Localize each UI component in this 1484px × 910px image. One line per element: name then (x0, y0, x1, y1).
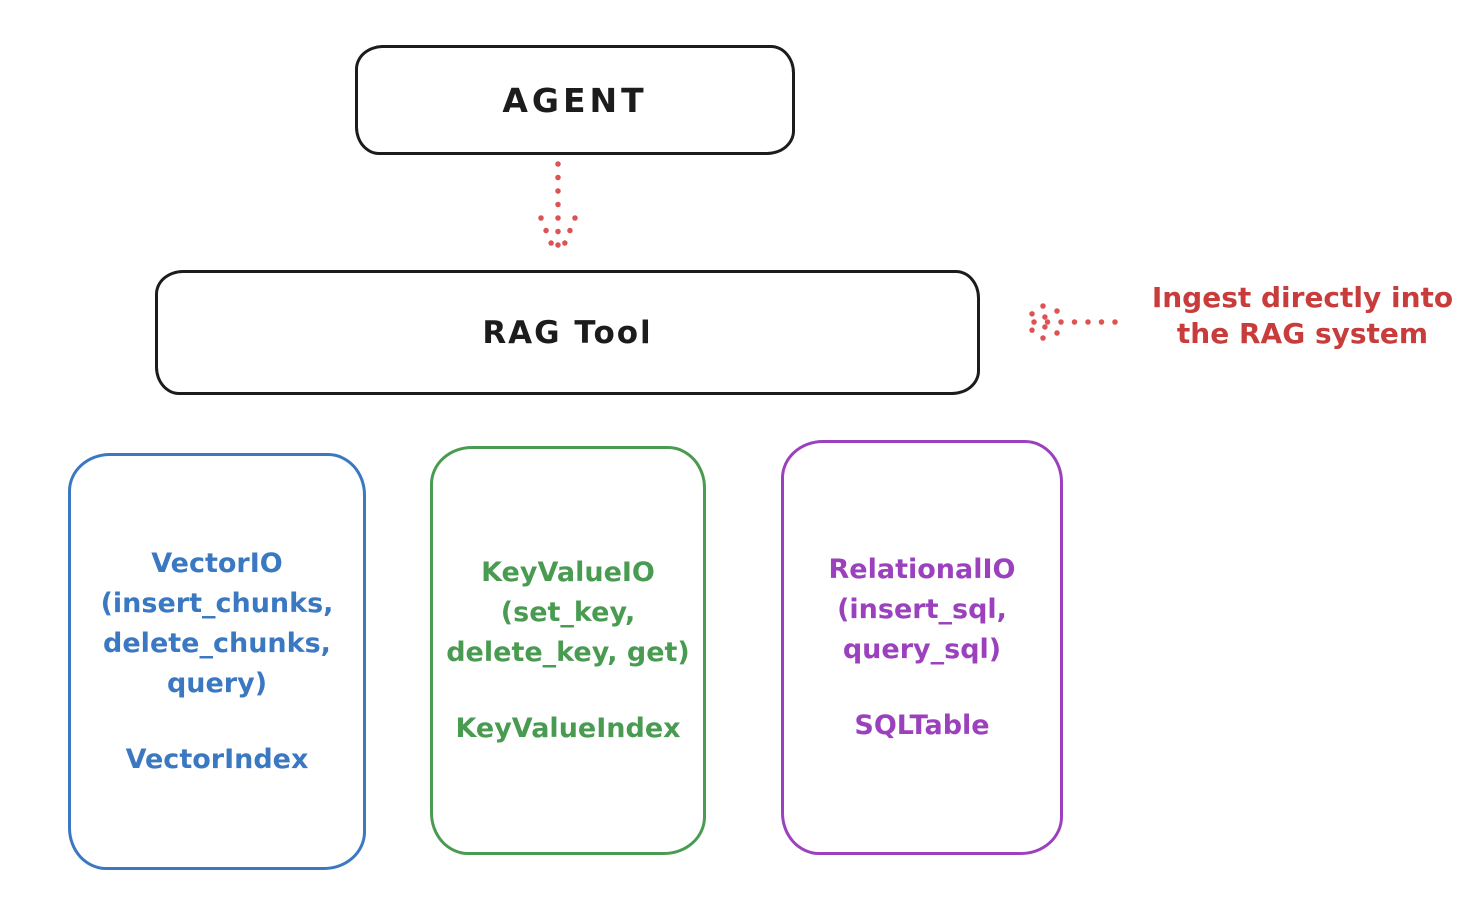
rag-tool-label: RAG Tool (482, 314, 653, 351)
backend-label-line: query) (166, 667, 268, 699)
backend-index-label: SQLTable (854, 709, 990, 741)
backend-label-line: KeyValueIO (481, 556, 655, 588)
dotted-arrow-down-icon (538, 161, 578, 261)
backend-label-line: VectorIO (151, 547, 283, 579)
backend-label-line: (set_key, (500, 596, 636, 628)
backend-node-relationalio: RelationalIO (insert_sql, query_sql) SQL… (781, 440, 1063, 855)
ingest-annotation: Ingest directly into the RAG system (1130, 280, 1475, 352)
backend-label-line: (insert_sql, (837, 593, 1007, 625)
backend-label-line: RelationalIO (828, 553, 1016, 585)
backend-label-line: delete_key, get) (446, 636, 690, 668)
backend-label-line: query_sql) (842, 633, 1002, 665)
backend-index-label: KeyValueIndex (455, 712, 681, 744)
agent-label: AGENT (502, 80, 648, 120)
ingest-annotation-line2: the RAG system (1176, 317, 1429, 350)
agent-node: AGENT (355, 45, 795, 155)
backend-index-label: VectorIndex (125, 743, 309, 775)
rag-tool-node: RAG Tool (155, 270, 980, 395)
backend-label-line: delete_chunks, (103, 627, 331, 659)
backend-node-keyvalueio: KeyValueIO (set_key, delete_key, get) Ke… (430, 446, 706, 855)
dotted-arrow-left-icon (1019, 303, 1118, 341)
backend-label-line: (insert_chunks, (100, 587, 334, 619)
ingest-annotation-line1: Ingest directly into (1151, 281, 1454, 314)
backend-node-vectorio: VectorIO (insert_chunks, delete_chunks, … (68, 453, 366, 870)
